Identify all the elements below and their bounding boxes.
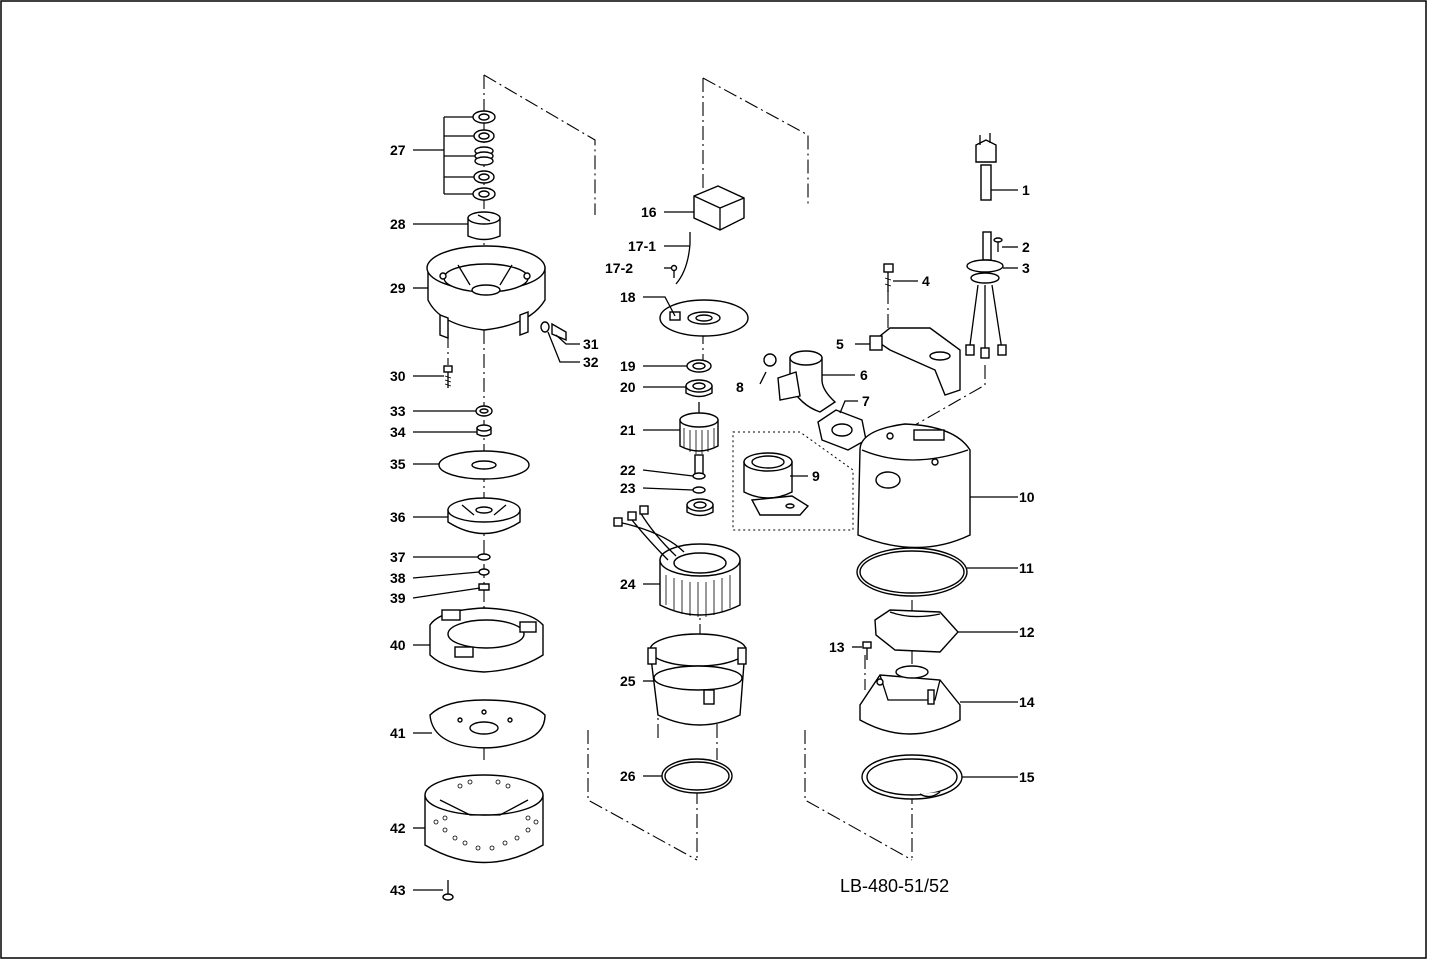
bearing-cover-plate: [659, 299, 749, 337]
label-27: 27: [390, 142, 406, 158]
motor-cover: [857, 423, 971, 549]
model-number-label: LB-480-51/52: [840, 876, 949, 896]
label-11: 11: [1019, 560, 1034, 576]
label-15: 15: [1019, 769, 1035, 785]
label-1: 1: [1022, 182, 1030, 198]
stator: [613, 505, 741, 617]
label-22: 22: [620, 462, 636, 478]
label-24: 24: [620, 576, 636, 592]
label-43: 43: [390, 882, 406, 898]
washer-37: [477, 553, 491, 561]
pump-casing: [429, 607, 544, 673]
label-3: 3: [1022, 260, 1030, 276]
label-41: 41: [390, 725, 406, 741]
cable-gland: [965, 231, 1007, 359]
o-ring-15: [861, 754, 963, 800]
nut-39: [478, 583, 490, 591]
label-4: 4: [922, 273, 930, 289]
label-5: 5: [836, 336, 844, 352]
bolt-43: [442, 880, 454, 901]
label-38: 38: [390, 570, 406, 586]
lead-wire-17-1: [675, 232, 691, 285]
bearing-20: [685, 379, 713, 398]
washer-22: [692, 472, 706, 480]
bolt-30: [443, 365, 453, 388]
label-37: 37: [390, 549, 406, 565]
capacitor-box: [693, 185, 745, 231]
part-number-labels: 27 28 29 30 31 32 33 34 35 36 37 38 39 4…: [390, 142, 1035, 898]
label-40: 40: [390, 637, 406, 653]
label-34: 34: [390, 424, 406, 440]
power-plug-cable: [975, 133, 997, 201]
seal-cover-cap: [467, 211, 501, 241]
gasket-7: [817, 409, 867, 451]
label-39: 39: [390, 590, 406, 606]
washer-19: [686, 359, 712, 373]
label-36: 36: [390, 509, 406, 525]
rotor-shaft: [679, 402, 719, 476]
label-8: 8: [736, 379, 744, 395]
label-18: 18: [620, 289, 636, 305]
bolt-13: [862, 641, 872, 660]
label-30: 30: [390, 368, 406, 384]
label-42: 42: [390, 820, 406, 836]
cover-plate-12: [874, 609, 959, 653]
wear-plate: [438, 450, 530, 480]
label-21: 21: [620, 422, 636, 438]
label-35: 35: [390, 456, 406, 472]
bearing-bracket: [426, 245, 546, 340]
label-26: 26: [620, 768, 636, 784]
label-16: 16: [641, 204, 657, 220]
label-7: 7: [862, 393, 870, 409]
label-12: 12: [1019, 624, 1035, 640]
label-9: 9: [812, 468, 820, 484]
label-2: 2: [1022, 239, 1030, 255]
bolt-4: [883, 263, 894, 292]
label-19: 19: [620, 358, 636, 374]
washer-33: [475, 405, 493, 417]
lower-casing-14: [859, 665, 961, 735]
label-10: 10: [1019, 489, 1035, 505]
suction-plate: [429, 699, 546, 749]
float-ball: [763, 353, 777, 367]
strainer-stand: [424, 774, 544, 864]
discharge-elbow: [777, 350, 837, 413]
nut-34: [476, 424, 492, 437]
part-9-detail-box: [732, 431, 854, 531]
washer-38: [478, 568, 490, 576]
label-25: 25: [620, 673, 636, 689]
handle: [869, 327, 961, 396]
leader-lines: [412, 116, 1018, 891]
label-29: 29: [390, 280, 406, 296]
label-13: 13: [829, 639, 845, 655]
label-17-2: 17-2: [605, 260, 633, 276]
o-ring-26: [661, 758, 733, 794]
bearing-lower: [686, 498, 714, 517]
label-31: 31: [583, 336, 599, 352]
screw-2: [993, 237, 1003, 252]
screw-17-2: [670, 264, 678, 278]
motor-frame: [647, 633, 747, 726]
o-ring-11: [856, 547, 968, 597]
label-28: 28: [390, 216, 406, 232]
impeller: [447, 497, 521, 535]
coupling-9: [743, 452, 810, 516]
label-32: 32: [583, 354, 599, 370]
label-33: 33: [390, 403, 406, 419]
label-23: 23: [620, 480, 636, 496]
label-17-1: 17-1: [628, 238, 656, 254]
label-14: 14: [1019, 694, 1035, 710]
label-20: 20: [620, 379, 636, 395]
drain-plug: [540, 321, 567, 342]
label-6: 6: [860, 367, 868, 383]
washer-23: [692, 486, 706, 494]
